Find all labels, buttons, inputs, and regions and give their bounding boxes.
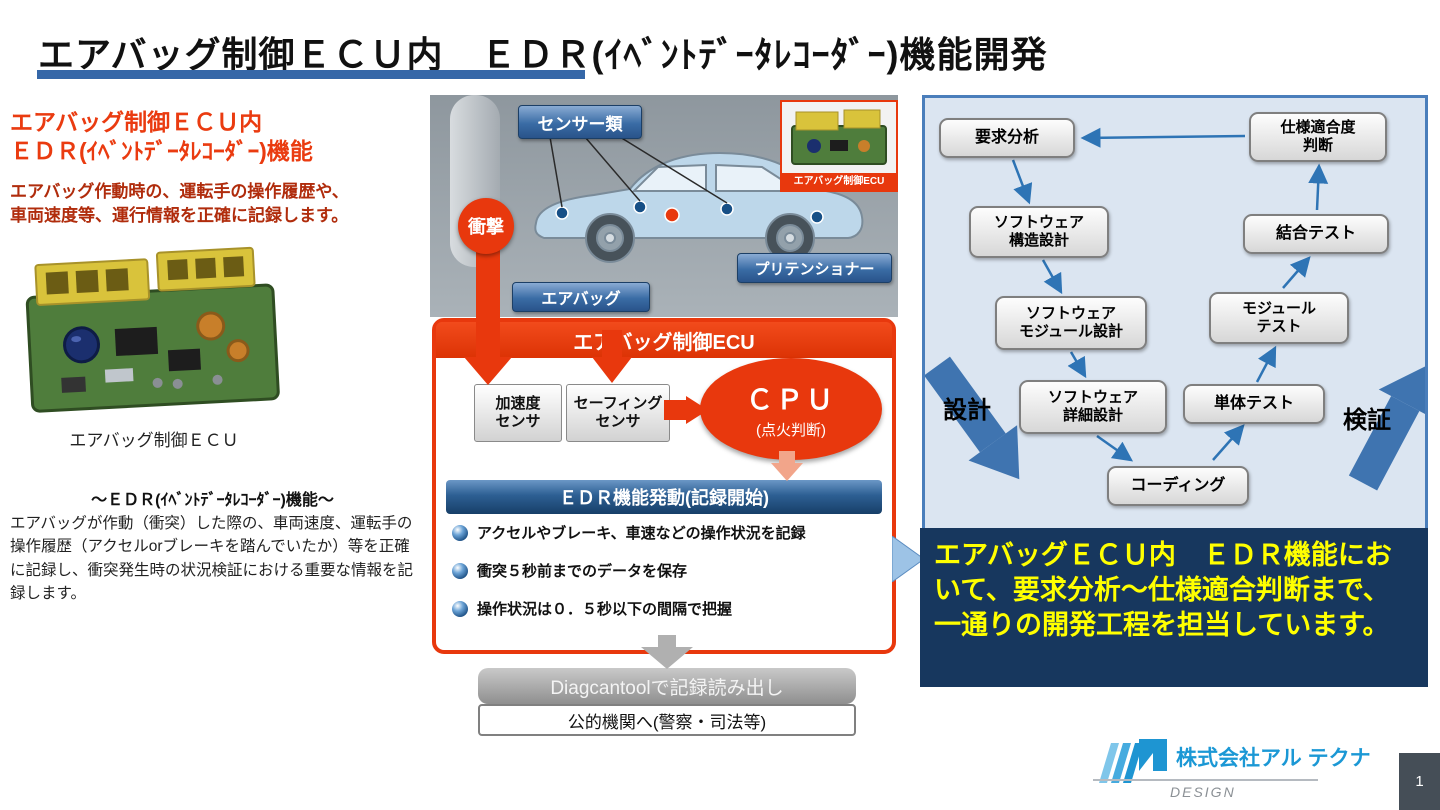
ecu-box-title: エアバッグ制御ECU — [436, 322, 892, 358]
ecu-inset-photo: エアバッグ制御ECU — [780, 100, 898, 192]
edr-banner: ＥＤＲ機能発動(記録開始) — [446, 480, 882, 514]
brand-subtitle: DESIGN — [1170, 784, 1236, 800]
page-number: 1 — [1399, 753, 1440, 810]
inset-caption: エアバッグ制御ECU — [782, 173, 896, 190]
bullet-text: アクセルやブレーキ、車速などの操作状況を記録 — [477, 525, 806, 542]
bullet-icon — [452, 562, 468, 579]
summary-box: エアバッグＥＣＵ内 ＥＤＲ機能において、要求分析～仕様適合判断まで、一通りの開発… — [920, 528, 1428, 687]
vmodel-box-sw-module-design: ソフトウェア モジュール設計 — [995, 296, 1147, 350]
accel-sensor-box: 加速度 センサ — [474, 384, 562, 442]
cpu-sublabel: (点火判断) — [756, 422, 826, 439]
ecu-board-illustration — [25, 246, 280, 413]
cpu-ellipse: ＣＰＵ (点火判断) — [700, 358, 882, 460]
edr-section-title: ～ＥＤＲ(ｲﾍﾞﾝﾄﾃﾞｰﾀﾚｺｰﾀﾞｰ)機能～ — [91, 492, 334, 509]
panel-link-arrow — [892, 536, 924, 582]
sensors-label: センサー類 — [518, 105, 642, 139]
bullet-text: 操作状況は０．５秒以下の間隔で把握 — [477, 601, 733, 618]
edr-bullet-2: 衝突５秒前までのデータを保存 — [452, 560, 687, 581]
left-lead-text: エアバッグ作動時の、運転手の操作履歴や、 車両速度等、運行情報を正確に記録します… — [10, 182, 349, 225]
edr-bullet-3: 操作状況は０．５秒以下の間隔で把握 — [452, 598, 732, 619]
edr-section-body: エアバッグが作動（衝突）した際の、車両速度、運転手の操作履歴（アクセルorブレー… — [10, 515, 414, 602]
vmodel-box-sw-architecture: ソフトウェア 構造設計 — [969, 206, 1109, 258]
shock-badge: 衝撃 — [458, 198, 514, 254]
vmodel-box-unit-test: 単体テスト — [1183, 384, 1325, 424]
ecu-inset-board — [791, 109, 887, 165]
authority-box: 公的機関へ(警察・司法等) — [478, 704, 856, 736]
page-title: エアバッグ制御ＥＣＵ内 ＥＤＲ(ｲﾍﾞﾝﾄﾃﾞｰﾀﾚｺｰﾀﾞｰ)機能開発 — [38, 34, 1048, 75]
sensor-dots — [555, 200, 824, 224]
vmodel-box-coding: コーディング — [1107, 466, 1249, 506]
vmodel-box-module-test: モジュール テスト — [1209, 292, 1349, 344]
bullet-icon — [452, 524, 468, 541]
safing-sensor-box: セーフィング センサ — [566, 384, 670, 442]
ecu-logic-box: エアバッグ制御ECU 加速度 センサ セーフィング センサ ＣＰＵ (点火判断)… — [432, 318, 896, 654]
pretensioner-label: プリテンショナー — [737, 253, 892, 283]
bullet-icon — [452, 600, 468, 617]
airbag-label: エアバッグ — [512, 282, 650, 312]
vmodel-box-conformance: 仕様適合度 判断 — [1249, 112, 1387, 162]
board-caption: エアバッグ制御ＥＣＵ — [69, 431, 239, 450]
bullet-text: 衝突５秒前までのデータを保存 — [477, 563, 688, 580]
title-underline — [37, 70, 585, 79]
verify-label: 検証 — [1343, 407, 1391, 434]
footer-divider — [1093, 779, 1318, 781]
vmodel-box-integration-test: 結合テスト — [1243, 214, 1389, 254]
design-label: 設計 — [943, 397, 991, 424]
left-heading: エアバッグ制御ＥＣＵ内 ＥＤＲ(ｲﾍﾞﾝﾄﾃﾞｰﾀﾚｺｰﾀﾞｰ)機能 — [10, 109, 313, 164]
company-logo — [1099, 739, 1167, 783]
vmodel-box-requirements: 要求分析 — [939, 118, 1075, 158]
company-name: 株式会社アル テクナ — [1176, 747, 1371, 770]
readout-box: Diagcantoolで記録読み出し — [478, 668, 856, 704]
sensor-pointer-lines — [549, 136, 728, 208]
vmodel-box-sw-detail-design: ソフトウェア 詳細設計 — [1019, 380, 1167, 434]
edr-bullet-1: アクセルやブレーキ、車速などの操作状況を記録 — [452, 522, 806, 543]
cpu-label: ＣＰＵ — [746, 385, 836, 415]
